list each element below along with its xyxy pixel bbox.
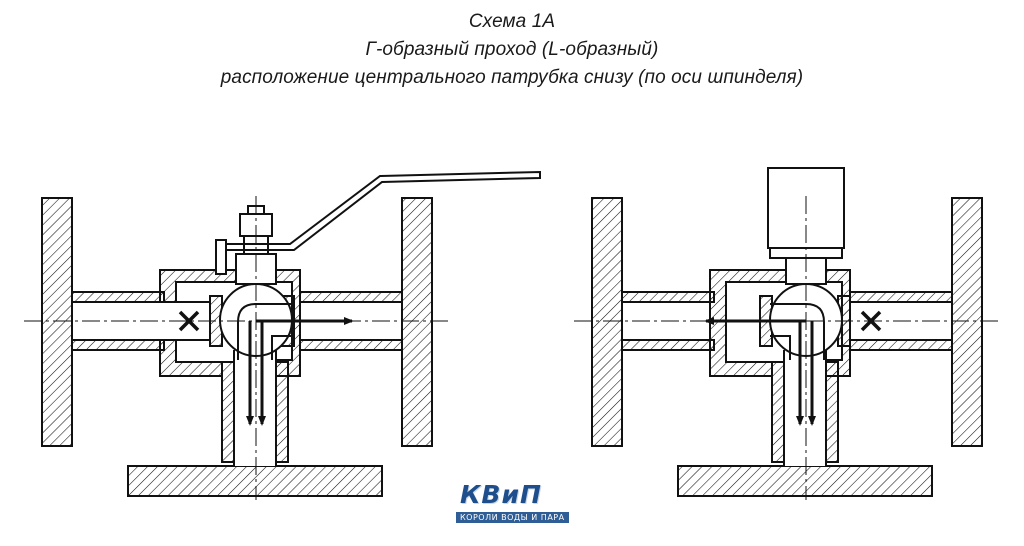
right-valve-outlet-wall-top [621, 291, 715, 303]
left-valve [41, 197, 433, 497]
left-valve-outlet-wall-top [299, 291, 403, 303]
right-valve-bottom-flange [677, 465, 933, 497]
logo-tagline: КОРОЛИ ВОДЫ И ПАРА [456, 512, 569, 523]
right-valve-outlet-flange [591, 197, 623, 447]
left-valve-inlet-wall-bottom [71, 339, 165, 351]
left-valve-inlet-flange [41, 197, 73, 447]
right-valve-branch-bore [784, 350, 826, 466]
logo-wordmark: КВиП [460, 480, 542, 509]
left-valve-outlet-flange [401, 197, 433, 447]
left-valve-bottom-flange [127, 465, 383, 497]
right-valve-l-passage [770, 303, 825, 360]
right-valve-internals [767, 167, 953, 466]
right-valve [591, 197, 983, 497]
right-valve-inlet-flange [951, 197, 983, 447]
left-valve-bracket [215, 239, 227, 275]
passage-type: Г-образный проход (L-образный) [365, 39, 659, 60]
port-arrangement: расположение центрального патрубка снизу… [220, 67, 804, 88]
diagram-title: Схема 1А Г-образный проход (L-образный) … [0, 8, 1024, 92]
company-logo: КВиП КОРОЛИ ВОДЫ И ПАРА [452, 472, 580, 536]
right-valve-blocked-cross-icon [860, 310, 882, 332]
left-valve-blocked-cross-icon [178, 310, 200, 332]
left-valve-flow [246, 317, 354, 426]
left-valve-inlet-wall-top [71, 291, 165, 303]
right-valve-flow [704, 317, 816, 426]
left-valve-branch-bore [234, 350, 276, 466]
left-valve-outlet-wall-bottom [299, 339, 403, 351]
right-valve-outlet-wall-bottom [621, 339, 715, 351]
left-valve-l-passage [237, 303, 292, 360]
left-valve-branch-wall-left [221, 361, 235, 463]
right-valve-branch-wall-right [825, 361, 839, 463]
left-valve-handle [225, 170, 541, 251]
left-valve-branch-wall-right [275, 361, 289, 463]
right-valve-inlet-wall-bottom [849, 339, 953, 351]
scheme-number: Схема 1А [468, 11, 556, 32]
left-valve-axes [24, 196, 450, 500]
right-valve-inlet-wall-top [849, 291, 953, 303]
right-valve-branch-wall-left [771, 361, 785, 463]
